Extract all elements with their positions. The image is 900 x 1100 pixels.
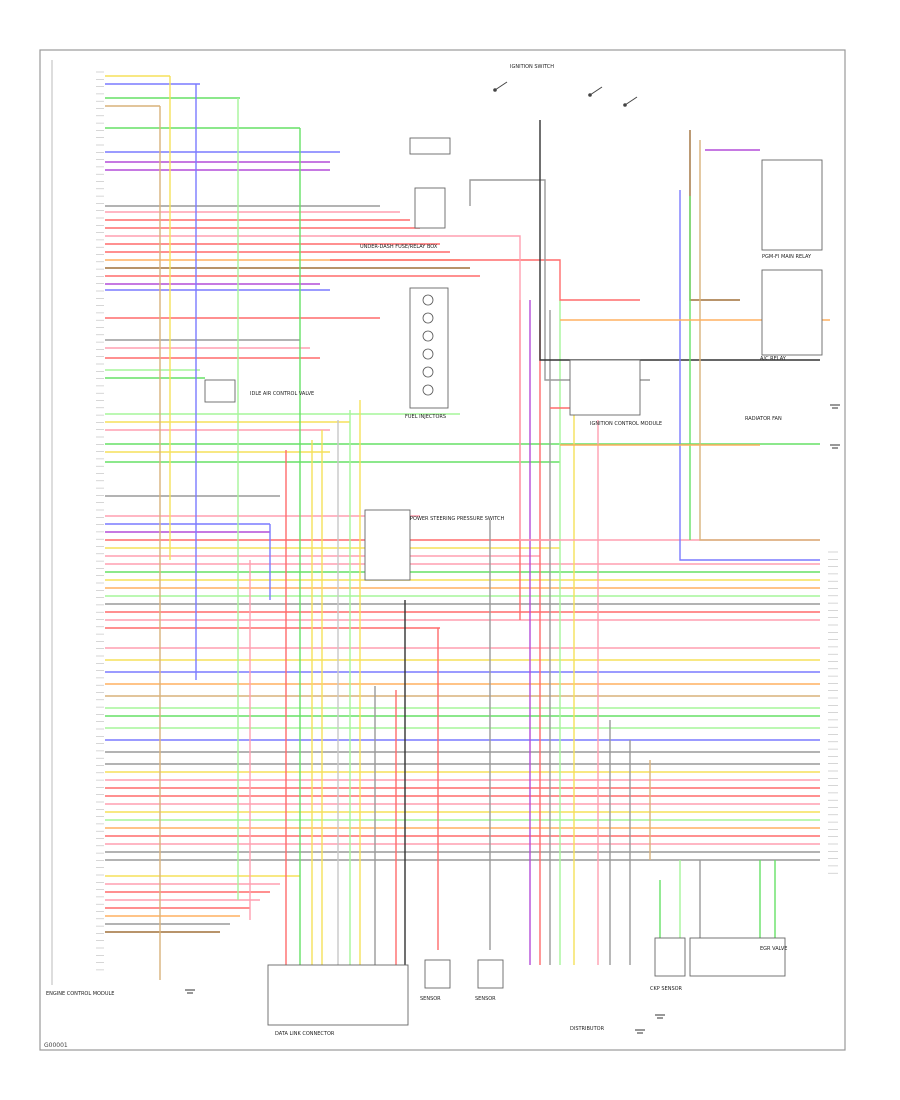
ckp-label: CKP SENSOR bbox=[650, 986, 683, 992]
wire bbox=[689, 130, 740, 301]
fuel-injectors-label: FUEL INJECTORS bbox=[405, 414, 446, 420]
main-relay-label: PGM-FI MAIN RELAY bbox=[762, 254, 812, 260]
switch-terminal bbox=[588, 93, 592, 97]
injector-coil bbox=[422, 366, 434, 378]
radiator-fan-label: RADIATOR FAN bbox=[745, 416, 782, 422]
wires bbox=[105, 75, 830, 980]
icm-label: IGNITION CONTROL MODULE bbox=[590, 421, 662, 427]
injector-coil bbox=[422, 330, 434, 342]
right-pin-column bbox=[828, 551, 838, 874]
main-relay-box bbox=[761, 159, 823, 251]
figure-code: G00001 bbox=[44, 1042, 68, 1049]
sensor-1-box bbox=[424, 959, 451, 989]
dist-box bbox=[654, 937, 686, 977]
a-c-relay-label: A/C RELAY bbox=[760, 356, 787, 362]
switch-terminal bbox=[623, 103, 627, 107]
fuse-box bbox=[414, 187, 446, 229]
components: ENGINE CONTROL MODULE UNDER-DASH FUSE/REL… bbox=[46, 64, 840, 1037]
relay-2-box bbox=[761, 269, 823, 356]
switch-contact bbox=[494, 81, 508, 91]
wire bbox=[330, 235, 820, 541]
diagram-frame bbox=[39, 49, 846, 1051]
fuel-injector-block bbox=[409, 287, 449, 409]
switch-contact bbox=[589, 86, 603, 96]
wire bbox=[679, 190, 820, 561]
dlc-box bbox=[267, 964, 409, 1026]
power-steering-label: POWER STEERING PRESSURE SWITCH bbox=[410, 516, 505, 522]
ignition-switch-label: IGNITION SWITCH bbox=[510, 64, 554, 70]
ecm-pin-column bbox=[51, 60, 104, 985]
icm-box bbox=[569, 359, 641, 416]
dlc-label: DATA LINK CONNECTOR bbox=[275, 1031, 335, 1037]
fuse-block bbox=[409, 137, 451, 155]
distributor-label: DISTRIBUTOR bbox=[570, 1026, 605, 1032]
ecm-label: ENGINE CONTROL MODULE bbox=[46, 991, 114, 997]
injector-coil bbox=[422, 294, 434, 306]
injector-coil bbox=[422, 312, 434, 324]
fuse-box-label: UNDER-DASH FUSE/RELAY BOX bbox=[360, 244, 438, 250]
iac-valve-label: IDLE AIR CONTROL VALVE bbox=[250, 391, 314, 397]
switch-terminal bbox=[493, 88, 497, 92]
wire bbox=[330, 259, 640, 301]
switch-contact bbox=[624, 96, 638, 106]
egr-valve-label: EGR VALVE bbox=[760, 946, 787, 952]
injector-coil bbox=[422, 384, 434, 396]
sensor-1-label: SENSOR bbox=[420, 996, 441, 1002]
sensor-2-box bbox=[477, 959, 504, 989]
power-steering-box bbox=[364, 509, 411, 581]
wire bbox=[539, 120, 820, 361]
injector-coil bbox=[422, 348, 434, 360]
wire bbox=[699, 140, 820, 541]
egr-box bbox=[689, 937, 786, 977]
iac-box bbox=[204, 379, 236, 403]
sensor-2-label: SENSOR bbox=[475, 996, 496, 1002]
